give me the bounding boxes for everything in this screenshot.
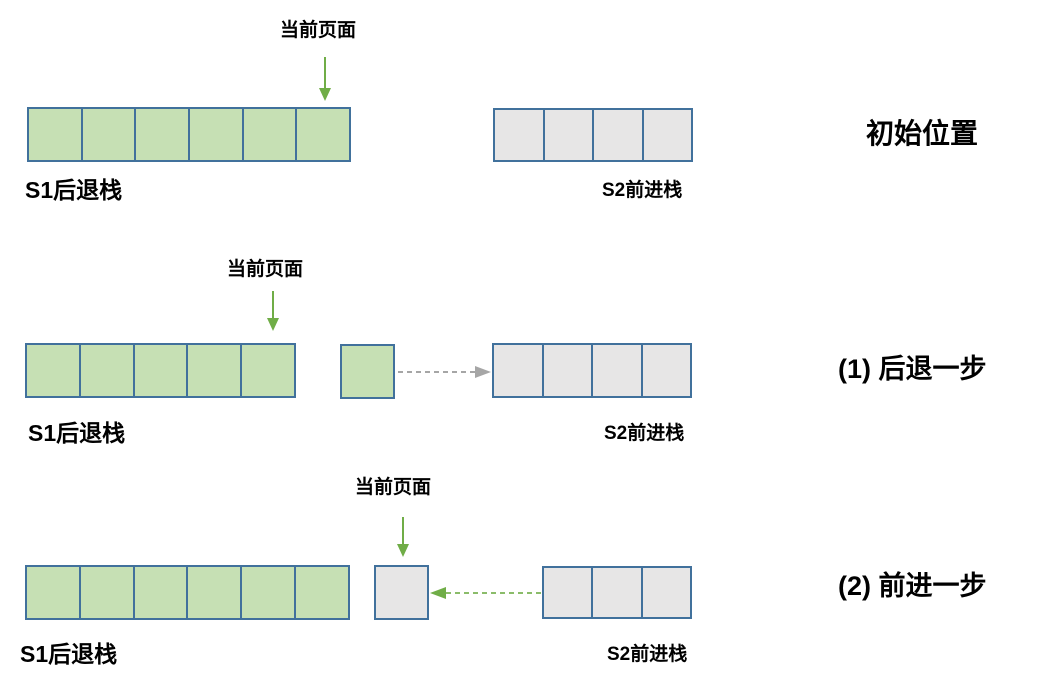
dashed-right-arrow-icon: [398, 366, 491, 378]
down-arrow-icon: [397, 517, 409, 557]
current-page-label: 当前页面: [355, 477, 432, 498]
s1-stack-label: S1后退栈: [20, 641, 118, 667]
row-caption: 初始位置: [866, 118, 979, 149]
s1-stack-label: S1后退栈: [28, 420, 126, 446]
s1-stack-label: S1后退栈: [25, 177, 123, 203]
down-arrow-icon: [267, 291, 279, 331]
stack-cell: [495, 110, 543, 160]
stack-cell: [640, 345, 690, 396]
stack-cell: [27, 345, 79, 396]
stack-cell: [240, 345, 294, 396]
current-page-label: 当前页面: [227, 259, 304, 280]
stack-cell: [641, 110, 691, 160]
stack-cell: [591, 568, 641, 617]
stack-cell: [80, 109, 135, 160]
s2-stack-label: S2前进栈: [604, 423, 685, 444]
stack-cell: [591, 345, 641, 396]
row-caption: (2) 前进一步: [838, 571, 987, 601]
s1-back-stack: [25, 343, 296, 398]
stack-cell: [186, 567, 241, 618]
s2-stack-label: S2前进栈: [602, 180, 683, 201]
moved-page-cell: [374, 565, 429, 620]
down-arrow-icon: [319, 57, 331, 101]
stack-cell: [132, 567, 187, 618]
stack-cell: [241, 109, 296, 160]
stack-cell: [188, 109, 242, 160]
s2-forward-stack: [542, 566, 692, 619]
s2-forward-stack: [493, 108, 693, 162]
stack-cell: [592, 110, 642, 160]
stack-cell: [494, 345, 542, 396]
stack-cell: [294, 567, 348, 618]
moved-page-cell: [340, 344, 395, 399]
dashed-left-arrow-icon: [430, 587, 542, 599]
stack-cell: [27, 567, 79, 618]
stack-cell: [186, 345, 241, 396]
stack-cell: [29, 109, 81, 160]
row-caption: (1) 后退一步: [838, 354, 987, 384]
stack-cell: [78, 345, 133, 396]
stack-cell: [640, 568, 690, 617]
stack-cell: [78, 567, 133, 618]
stack-cell: [240, 567, 295, 618]
stack-cell: [134, 109, 189, 160]
stack-cell: [295, 109, 350, 160]
stack-cell: [542, 110, 592, 160]
stack-cell: [132, 345, 187, 396]
current-page-label: 当前页面: [280, 20, 357, 41]
s1-back-stack: [25, 565, 350, 620]
s2-forward-stack: [492, 343, 692, 398]
stack-cell: [541, 345, 591, 396]
s2-stack-label: S2前进栈: [607, 644, 688, 665]
s1-back-stack: [27, 107, 351, 162]
stack-cell: [544, 568, 592, 617]
